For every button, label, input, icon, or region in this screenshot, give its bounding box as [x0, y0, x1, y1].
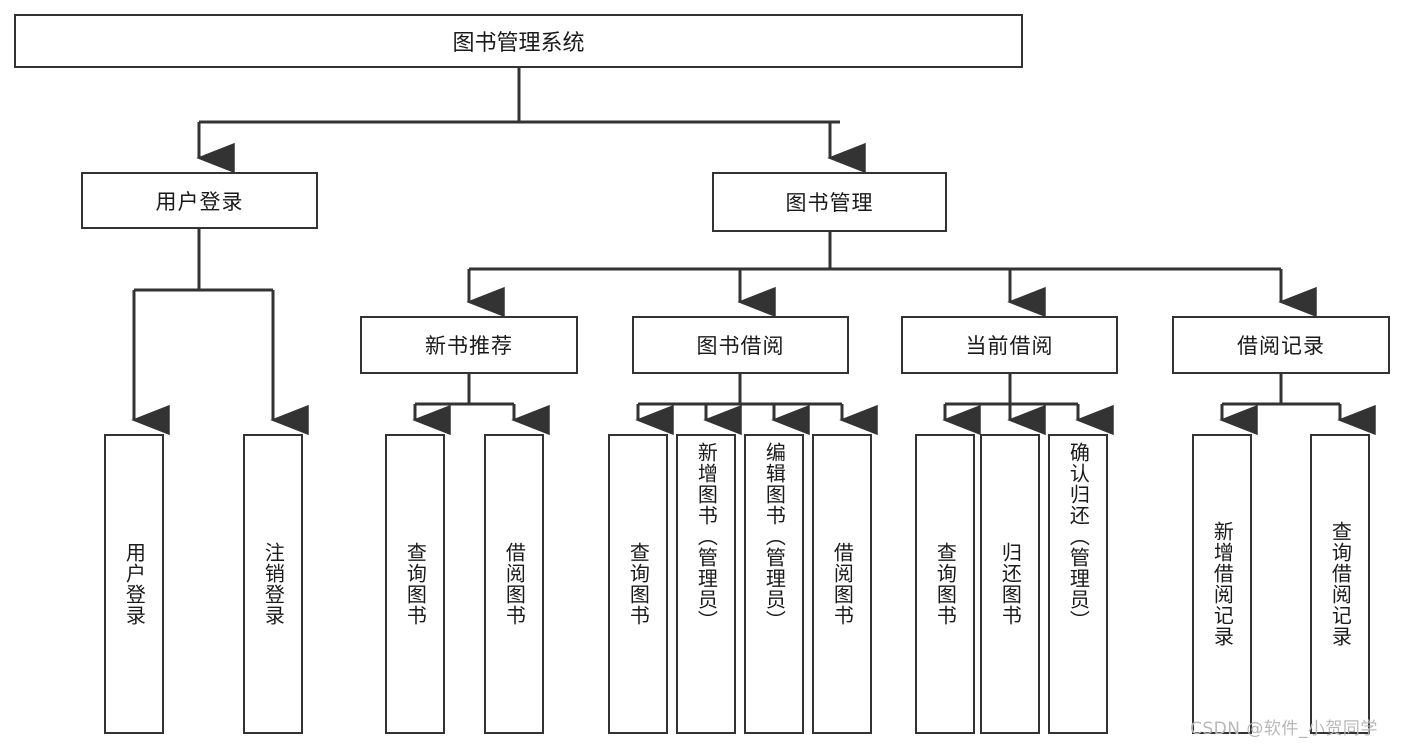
node-leaf-query-borrow-record[interactable]: 查询借阅记录 [1310, 434, 1370, 734]
node-leaf-query-book-1[interactable]: 查询图书 [385, 434, 445, 734]
node-leaf-borrow-book-1[interactable]: 借阅图书 [484, 434, 544, 734]
node-book-borrow[interactable]: 图书借阅 [632, 316, 849, 374]
node-label: 查询图书 [933, 542, 958, 626]
node-label: 新增图书（管理员） [694, 442, 719, 631]
node-label: 用户登录 [155, 189, 244, 214]
node-label: 图书管理 [785, 191, 874, 215]
node-leaf-add-borrow-record[interactable]: 新增借阅记录 [1192, 434, 1252, 734]
node-label: 归还图书 [998, 542, 1023, 626]
node-current-borrow[interactable]: 当前借阅 [901, 316, 1118, 374]
node-label: 新增借阅记录 [1210, 521, 1235, 647]
node-label: 新书推荐 [425, 334, 513, 358]
node-leaf-query-book-2[interactable]: 查询图书 [608, 434, 668, 734]
node-borrow-record[interactable]: 借阅记录 [1172, 316, 1390, 374]
node-label: 注销登录 [261, 542, 286, 626]
node-label: 编辑图书（管理员） [762, 442, 787, 631]
node-label: 查询图书 [626, 542, 651, 626]
node-leaf-add-book[interactable]: 新增图书（管理员） [676, 434, 736, 734]
node-label: 用户登录 [122, 542, 147, 626]
node-leaf-borrow-book-2[interactable]: 借阅图书 [812, 434, 872, 734]
node-label: 借阅记录 [1237, 334, 1325, 358]
node-label: 确认归还（管理员） [1066, 442, 1091, 631]
node-leaf-user-login[interactable]: 用户登录 [104, 434, 164, 734]
node-label: 图书借阅 [696, 334, 785, 358]
node-leaf-query-book-3[interactable]: 查询图书 [915, 434, 975, 734]
node-leaf-confirm-return[interactable]: 确认归还（管理员） [1048, 434, 1108, 734]
node-label: 借阅图书 [830, 542, 855, 626]
node-leaf-edit-book[interactable]: 编辑图书（管理员） [744, 434, 804, 734]
node-leaf-return-book[interactable]: 归还图书 [980, 434, 1040, 734]
node-book-management-system[interactable]: 图书管理系统 [14, 14, 1023, 68]
csdn-watermark: CSDN @软件_小贺同学 [1190, 719, 1378, 739]
node-label: 图书管理系统 [452, 31, 585, 56]
node-label: 查询图书 [403, 542, 428, 626]
node-user-login[interactable]: 用户登录 [81, 172, 318, 229]
node-book-management[interactable]: 图书管理 [712, 172, 947, 232]
node-leaf-logout-login[interactable]: 注销登录 [243, 434, 303, 734]
node-new-book-recommend[interactable]: 新书推荐 [360, 316, 578, 374]
node-label: 当前借阅 [965, 334, 1054, 358]
node-label: 查询借阅记录 [1328, 521, 1353, 647]
node-label: 借阅图书 [502, 542, 527, 626]
